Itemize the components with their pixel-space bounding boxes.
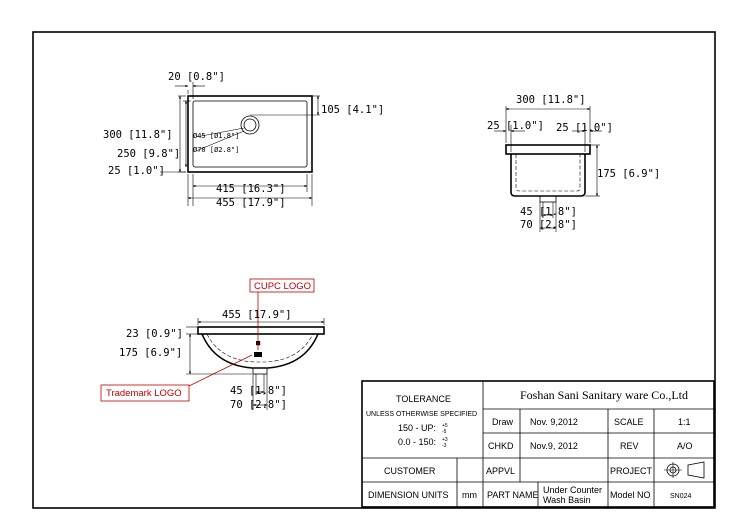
side-dim-drain-small: 45 [1.8"] xyxy=(520,206,577,218)
tb-company: Foshan Sani Sanitary ware Co.,Ltd xyxy=(520,388,688,402)
dim-bottom-margin: 25 [1.0"] xyxy=(108,165,165,177)
dim-overall-width: 300 [11.8"] xyxy=(103,129,173,141)
drawing-border xyxy=(32,31,716,509)
title-block: TOLERANCE UNLESS OTHERWISE SPECIFIED 150… xyxy=(361,380,715,508)
tb-scale-value: 1:1 xyxy=(678,417,691,427)
dim-drain-offset: 105 [4.1"] xyxy=(321,104,384,116)
cupc-logo-label: CUPC LOGO xyxy=(254,281,311,292)
tb-scale-label: SCALE xyxy=(614,417,644,427)
drain-inner-label: Ø70 [Ø2.8"] xyxy=(193,146,239,154)
front-dim-rim: 23 [0.9"] xyxy=(126,328,183,340)
dim-inner-width: 250 [9.8"] xyxy=(117,148,180,160)
tb-tolerance: TOLERANCE xyxy=(396,394,451,404)
trademark-logo-box xyxy=(100,384,190,402)
side-dim-depth: 175 [6.9"] xyxy=(597,168,660,180)
side-dim-drain-large: 70 [2.8"] xyxy=(520,219,577,231)
tb-draw-date: Nov. 9,2012 xyxy=(530,417,578,427)
tb-tol-0-sub: -3 xyxy=(442,443,447,449)
tb-draw-label: Draw xyxy=(492,417,514,427)
front-rim xyxy=(197,326,325,335)
front-dim-drain-large: 70 [2.8"] xyxy=(230,399,287,411)
tb-unless: UNLESS OTHERWISE SPECIFIED xyxy=(366,411,477,418)
dim-inner-length: 415 [16.3"] xyxy=(216,183,286,195)
front-dim-depth: 175 [6.9"] xyxy=(119,347,182,359)
side-view: 300 [11.8"] 25 [1.0"] 25 [1.0"] 175 [6.9… xyxy=(487,94,660,232)
basin-inner-top xyxy=(192,100,308,168)
dim-flange: 20 [0.8"] xyxy=(168,71,225,83)
tb-customer-label: CUSTOMER xyxy=(384,466,436,476)
cupc-logo-small-text: ■ xyxy=(256,339,261,347)
tb-dimension-units-value: mm xyxy=(462,490,477,500)
tb-tol-150-sub: -5 xyxy=(442,429,447,435)
tb-tol-150: 150 - UP: xyxy=(398,423,436,433)
drain-outer-label: Ø45 [Ø1.8"] xyxy=(193,132,239,140)
projection-symbol-icon xyxy=(664,461,705,479)
tb-tol-0: 0.0 - 150: xyxy=(398,437,436,447)
tb-project-label: PROJECT xyxy=(610,466,653,476)
cupc-logo-box xyxy=(249,278,315,293)
side-rim xyxy=(505,144,591,155)
side-bowl xyxy=(510,154,586,197)
dim-overall-length: 455 [17.9"] xyxy=(216,197,286,209)
drain-outer-circle xyxy=(240,115,260,135)
front-dim-length: 455 [17.9"] xyxy=(222,309,292,321)
front-view: ■ CUPC LOGO Trademark LOGO 455 [17.9"] 2… xyxy=(100,278,325,411)
tb-tol-0-sup: +3 xyxy=(442,437,448,443)
tb-rev-value: A/O xyxy=(677,441,693,451)
trademark-logo-label: Trademark LOGO xyxy=(106,388,182,399)
cupc-logo-mark xyxy=(254,352,262,357)
tb-part-name-line2: Wash Basin xyxy=(543,495,591,505)
side-dim-right-wall: 25 [1.0"] xyxy=(556,122,613,134)
tb-appvl-label: APPVL xyxy=(486,466,515,476)
tb-dimension-units-label: DIMENSION UNITS xyxy=(368,490,449,500)
basin-outline-top xyxy=(187,95,313,173)
side-dim-left-wall: 25 [1.0"] xyxy=(487,120,544,132)
front-dim-drain-small: 45 [1.8"] xyxy=(230,385,287,397)
tb-tol-150-sup: +5 xyxy=(442,423,448,429)
tb-chkd-label: CHKD xyxy=(488,441,514,451)
front-drain xyxy=(252,367,268,375)
side-dim-width: 300 [11.8"] xyxy=(516,94,586,106)
tb-model-no-value: SN024 xyxy=(670,493,692,500)
top-view: 20 [0.8"] 300 [11.8"] 250 [9.8"] 25 [1.0… xyxy=(103,71,384,209)
tb-part-name-label: PART NAME xyxy=(487,490,539,500)
tb-model-no-label: Model NO xyxy=(610,490,651,500)
tb-chkd-date: Nov.9, 2012 xyxy=(530,441,578,451)
tb-part-name-line1: Under Counter xyxy=(543,485,602,495)
side-drain xyxy=(539,195,557,203)
tb-rev-label: REV xyxy=(620,441,639,451)
drain-inner-circle xyxy=(243,118,257,132)
